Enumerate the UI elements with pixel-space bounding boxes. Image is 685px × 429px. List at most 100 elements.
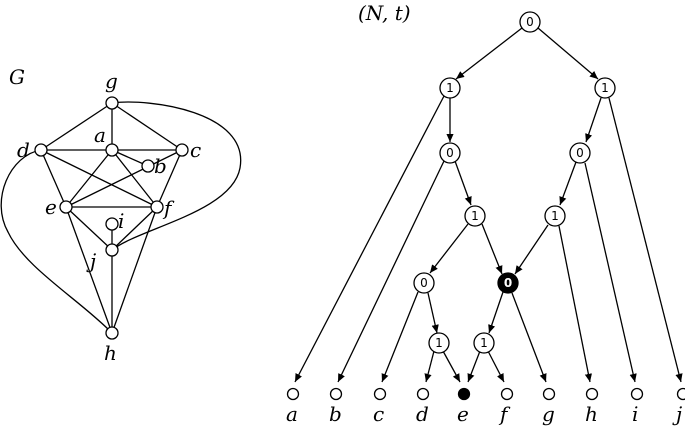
leaf-j bbox=[676, 387, 685, 401]
vertex-i bbox=[105, 217, 119, 231]
node-right-1-mark: 1 bbox=[601, 81, 609, 95]
node-right-0: 0 bbox=[569, 142, 591, 164]
vertex-f bbox=[150, 200, 164, 214]
arc-p2-e bbox=[467, 350, 481, 383]
edge-e-h bbox=[65, 206, 113, 334]
leaf-label-i: i bbox=[632, 402, 638, 426]
network-n-t: (N, t) bbox=[286, 1, 685, 426]
vertex-j bbox=[105, 243, 119, 257]
edge-d-f bbox=[40, 149, 158, 208]
edge-d-e bbox=[40, 149, 67, 208]
node-mid-left-1: 1 bbox=[464, 205, 486, 227]
node-root: 0 bbox=[519, 11, 541, 33]
vertex-e bbox=[59, 200, 73, 214]
node-bottom-right-1: 1 bbox=[473, 332, 495, 354]
leaf-label-f: f bbox=[498, 402, 511, 426]
edge-d-h-curve bbox=[0, 149, 113, 334]
node-bottom-left-1-mark: 1 bbox=[435, 336, 443, 350]
edge-c-e bbox=[65, 149, 183, 208]
edge-e-j bbox=[65, 206, 113, 251]
node-mid-right-1-mark: 1 bbox=[551, 209, 559, 223]
arc-m2-h bbox=[558, 225, 592, 383]
leaf-label-g: g bbox=[542, 402, 555, 426]
arc-r0-m2 bbox=[559, 161, 577, 206]
vertex-d bbox=[34, 143, 48, 157]
vertex-label-c: c bbox=[190, 138, 201, 162]
network-title: (N, t) bbox=[358, 1, 411, 25]
arc-l0-m1 bbox=[454, 160, 472, 206]
arc-m1-n0 bbox=[429, 223, 469, 274]
leaf-i bbox=[630, 387, 644, 401]
vertex-label-d: d bbox=[17, 138, 30, 162]
arc-root-r bbox=[537, 27, 599, 80]
arc-m1-rt bbox=[481, 223, 503, 275]
leaf-label-d: d bbox=[416, 402, 429, 426]
leaf-c bbox=[373, 387, 387, 401]
arc-p1-d bbox=[424, 350, 435, 383]
leaf-d bbox=[416, 387, 430, 401]
node-right-0-mark: 0 bbox=[576, 146, 584, 160]
node-left-0: 0 bbox=[439, 142, 461, 164]
node-low-0-mark: 0 bbox=[420, 276, 428, 290]
arc-rt-g bbox=[511, 292, 547, 383]
arc-r-j bbox=[608, 97, 683, 383]
vertex-label-g: g bbox=[105, 69, 118, 93]
leaf-a bbox=[286, 387, 300, 401]
arc-rt-p2 bbox=[488, 291, 504, 334]
node-bottom-right-1-mark: 1 bbox=[480, 336, 488, 350]
arc-root-l bbox=[455, 27, 523, 80]
vertex-label-e: e bbox=[45, 195, 57, 219]
edge-f-j bbox=[111, 206, 158, 251]
node-reticulation: 0 bbox=[497, 272, 519, 294]
arc-r0-i bbox=[584, 162, 637, 383]
node-root-mark: 0 bbox=[526, 15, 534, 29]
vertex-b bbox=[141, 159, 155, 173]
leaf-label-b: b bbox=[329, 402, 342, 426]
arc-r-r0 bbox=[585, 97, 602, 143]
arc-l0-b bbox=[337, 160, 445, 383]
leaf-label-e: e bbox=[457, 402, 469, 426]
node-right-1: 1 bbox=[594, 77, 616, 99]
leaf-b bbox=[329, 387, 343, 401]
graph-title: G bbox=[9, 65, 25, 89]
arc-n0-p1 bbox=[427, 292, 439, 334]
arc-p1-e bbox=[442, 350, 461, 383]
edge-d-j-curve bbox=[111, 101, 242, 251]
leaf-h bbox=[585, 387, 599, 401]
edge-c-f bbox=[156, 149, 183, 208]
arc-n0-c bbox=[381, 291, 419, 383]
node-bottom-left-1: 1 bbox=[428, 332, 450, 354]
edge-g-c bbox=[111, 102, 183, 151]
node-left-1: 1 bbox=[439, 77, 461, 99]
vertex-g bbox=[105, 96, 119, 110]
node-reticulation-mark: 0 bbox=[504, 276, 512, 290]
leaf-g bbox=[542, 387, 556, 401]
node-mid-left-1-mark: 1 bbox=[471, 209, 479, 223]
edge-f-h bbox=[111, 206, 158, 334]
node-left-0-mark: 0 bbox=[446, 146, 454, 160]
node-mid-right-1: 1 bbox=[544, 205, 566, 227]
edge-a-e bbox=[65, 149, 113, 208]
vertex-label-h: h bbox=[104, 341, 117, 365]
graph-g: G bbox=[0, 65, 242, 365]
vertex-a bbox=[105, 143, 119, 157]
vertex-label-i: i bbox=[118, 209, 124, 233]
leaf-label-c: c bbox=[373, 402, 384, 426]
leaf-e bbox=[457, 387, 471, 401]
vertex-h bbox=[105, 326, 119, 340]
leaf-label-a: a bbox=[286, 402, 298, 426]
arc-p2-f bbox=[487, 350, 505, 383]
node-left-1-mark: 1 bbox=[446, 81, 454, 95]
node-low-0: 0 bbox=[413, 272, 435, 294]
arc-m2-rt bbox=[514, 224, 549, 275]
vertex-label-b: b bbox=[154, 154, 167, 178]
edge-a-f bbox=[111, 149, 158, 208]
vertex-label-j: j bbox=[86, 249, 96, 273]
vertex-label-a: a bbox=[94, 123, 106, 147]
arc-l-a bbox=[294, 95, 445, 383]
leaf-label-h: h bbox=[585, 402, 598, 426]
leaf-label-j: j bbox=[672, 402, 682, 426]
leaf-f bbox=[500, 387, 514, 401]
vertex-label-f: f bbox=[162, 196, 175, 220]
